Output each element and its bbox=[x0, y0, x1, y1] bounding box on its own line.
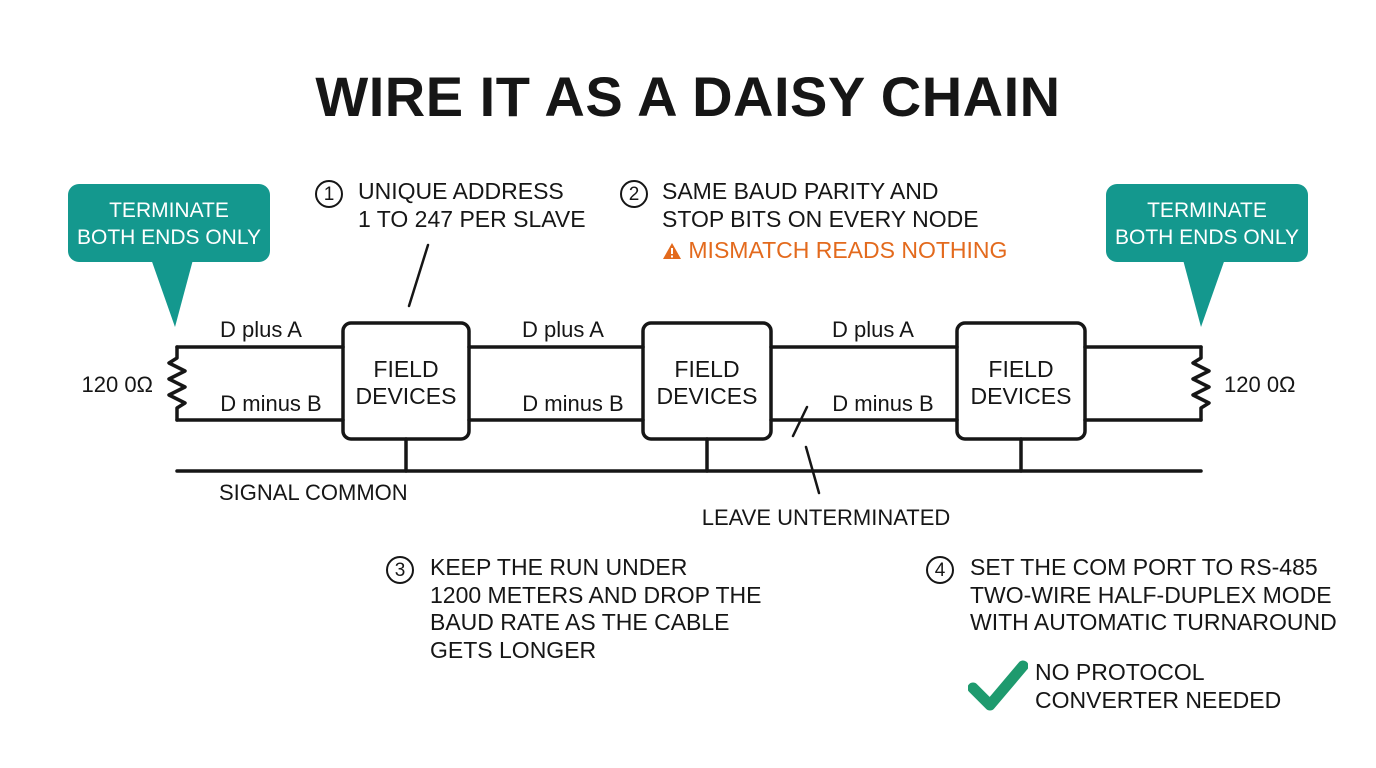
note-4-line2: TWO-WIRE HALF-DUPLEX MODE bbox=[970, 581, 1332, 608]
callout-tail-right bbox=[1182, 256, 1226, 327]
note-no-converter: NO PROTOCOL CONVERTER NEEDED bbox=[1035, 659, 1281, 714]
note-1-line1: UNIQUE ADDRESS bbox=[358, 178, 564, 204]
resistor-left bbox=[167, 345, 187, 422]
field-device-box-2 bbox=[641, 321, 773, 441]
checkmark-icon bbox=[968, 660, 1028, 711]
segment-plus-label-3: D plus A bbox=[832, 317, 914, 342]
field-device-label-1a: FIELD bbox=[373, 356, 438, 382]
note-same-baud: SAME BAUD PARITY AND STOP BITS ON EVERY … bbox=[662, 178, 1007, 265]
note-keep-run: KEEP THE RUN UNDER 1200 METERS AND DROP … bbox=[430, 554, 761, 664]
field-device-label-2a: FIELD bbox=[674, 356, 739, 382]
note-4-line1: SET THE COM PORT TO RS-485 bbox=[970, 554, 1318, 580]
field-device-box-3 bbox=[955, 321, 1087, 441]
segment-plus-label-1: D plus A bbox=[220, 317, 302, 342]
note-3-line4: GETS LONGER bbox=[430, 636, 597, 663]
field-device-label-1b: DEVICES bbox=[356, 383, 457, 409]
note-4-check-line2: CONVERTER NEEDED bbox=[1035, 686, 1282, 713]
resistor-right-label: 120 0Ω bbox=[1224, 372, 1296, 397]
note-4-line3: WITH AUTOMATIC TURNAROUND bbox=[970, 609, 1337, 635]
segment-minus-label-1: D minus B bbox=[220, 391, 321, 416]
step-number-4: 4 bbox=[926, 556, 954, 584]
field-device-label-2b: DEVICES bbox=[657, 383, 758, 409]
field-device-box-1 bbox=[341, 321, 471, 441]
callout-right-line1: TERMINATE bbox=[1147, 199, 1267, 222]
note-2-line1: SAME BAUD PARITY AND bbox=[662, 178, 939, 204]
note-3-line2: 1200 METERS AND DROP THE bbox=[430, 581, 762, 608]
note-3-line3: BAUD RATE AS THE CABLE bbox=[430, 609, 730, 635]
note-2-warning: MISMATCH READS NOTHING bbox=[662, 237, 1007, 265]
callout-left-line1: TERMINATE bbox=[109, 199, 229, 222]
step-number-1: 1 bbox=[315, 180, 343, 208]
callout-left-line2: BOTH ENDS ONLY bbox=[77, 226, 261, 249]
segment-minus-label-2: D minus B bbox=[522, 391, 623, 416]
resistor-left-label: 120 0Ω bbox=[82, 372, 154, 397]
page-title: WIRE IT AS A DAISY CHAIN bbox=[315, 65, 1061, 128]
signal-common-label: SIGNAL COMMON bbox=[219, 480, 408, 505]
callout-terminate-left: TERMINATE BOTH ENDS ONLY bbox=[68, 184, 270, 262]
note-1-line2: 1 TO 247 PER SLAVE bbox=[358, 205, 586, 232]
step-number-3: 3 bbox=[386, 556, 414, 584]
break-mark bbox=[791, 405, 809, 438]
warning-icon bbox=[663, 243, 681, 259]
callout-right-line2: BOTH ENDS ONLY bbox=[1115, 226, 1299, 249]
note-unique-address: UNIQUE ADDRESS 1 TO 247 PER SLAVE bbox=[358, 178, 586, 233]
leader-line-note-1 bbox=[407, 243, 430, 308]
note-3-line1: KEEP THE RUN UNDER bbox=[430, 554, 688, 580]
field-device-label-3b: DEVICES bbox=[971, 383, 1072, 409]
note-2-line2: STOP BITS ON EVERY NODE bbox=[662, 205, 979, 232]
callout-terminate-right: TERMINATE BOTH ENDS ONLY bbox=[1106, 184, 1308, 262]
note-2-warning-text: MISMATCH READS NOTHING bbox=[688, 237, 1008, 263]
segment-minus-label-3: D minus B bbox=[832, 391, 933, 416]
leave-unterminated-label: LEAVE UNTERMINATED bbox=[702, 505, 951, 530]
field-device-label-3a: FIELD bbox=[988, 356, 1053, 382]
callout-tail-left bbox=[150, 256, 194, 327]
step-number-2: 2 bbox=[620, 180, 648, 208]
note-com-port: SET THE COM PORT TO RS-485 TWO-WIRE HALF… bbox=[970, 554, 1337, 637]
note-4-check-line1: NO PROTOCOL bbox=[1035, 659, 1205, 685]
segment-plus-label-2: D plus A bbox=[522, 317, 604, 342]
resistor-right bbox=[1191, 345, 1211, 422]
leader-line-unterminated bbox=[804, 445, 821, 495]
